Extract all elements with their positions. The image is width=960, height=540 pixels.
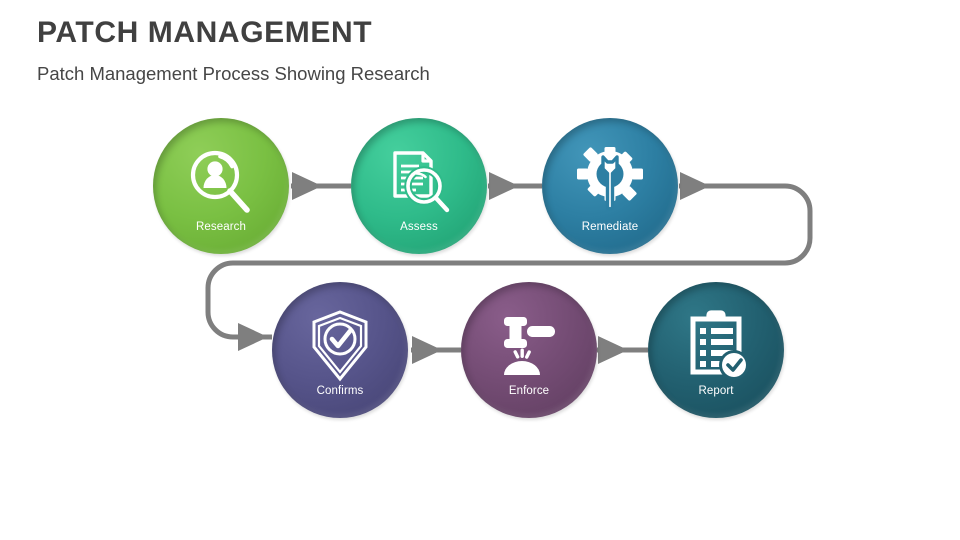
shield-check-icon (303, 309, 377, 383)
step-label: Research (195, 220, 247, 233)
connector-assess-remediate (488, 172, 542, 200)
connector-enforce-report (597, 336, 648, 364)
step-node-research[interactable]: Research (153, 118, 289, 254)
connector-research-assess (291, 172, 351, 200)
step-node-report[interactable]: Report (648, 282, 784, 418)
person-magnifier-icon (184, 145, 258, 219)
step-node-enforce[interactable]: Enforce (461, 282, 597, 418)
step-node-assess[interactable]: Assess (351, 118, 487, 254)
step-disc (351, 118, 487, 254)
gear-wrench-icon (573, 145, 647, 219)
gavel-icon (492, 309, 566, 383)
step-node-remediate[interactable]: Remediate (542, 118, 678, 254)
step-label: Assess (400, 220, 438, 233)
document-magnifier-icon (382, 145, 456, 219)
step-label: Remediate (581, 220, 639, 233)
step-label: Enforce (508, 384, 550, 397)
step-disc (272, 282, 408, 418)
page-subtitle: Patch Management Process Showing Researc… (37, 62, 430, 84)
clipboard-check-icon (679, 309, 753, 383)
step-label: Report (698, 384, 734, 397)
connector-confirms-enforce (411, 336, 461, 364)
step-node-confirms[interactable]: Confirms (272, 282, 408, 418)
step-disc (461, 282, 597, 418)
slide-header: PATCH MANAGEMENT Patch Management Proces… (37, 16, 917, 85)
step-label: Confirms (316, 384, 364, 397)
page-title: PATCH MANAGEMENT (37, 16, 373, 49)
